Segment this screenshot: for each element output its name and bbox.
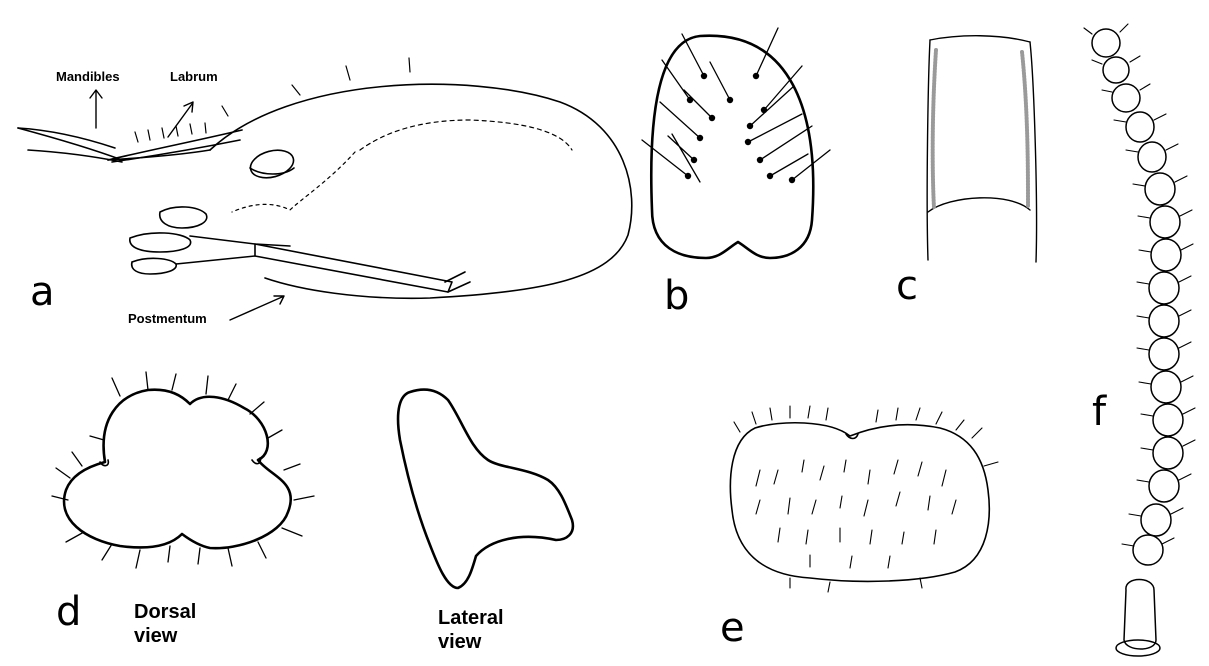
panel-label-c: c [896,266,918,306]
dorsal-view-label: Dorsal view [134,600,244,648]
mandible-lateral-drawing [398,390,573,588]
antenna-drawing [1084,24,1195,656]
labrum-drawing [642,28,830,258]
prementum-drawing [730,406,998,592]
lateral-view-label: Lateral view [438,606,548,654]
panel-label-f: f [1092,392,1106,432]
panel-label-a: a [30,272,55,312]
postmentum-drawing [927,36,1036,262]
callout-mandibles: Mandibles [56,70,120,83]
mandible-dorsal-drawing [52,372,314,568]
head-capsule-drawing [18,58,632,320]
panel-label-b: b [664,276,689,316]
callout-labrum: Labrum [170,70,218,83]
panel-label-e: e [720,608,745,648]
callout-postmentum: Postmentum [128,312,207,325]
panel-label-d: d [56,592,81,632]
